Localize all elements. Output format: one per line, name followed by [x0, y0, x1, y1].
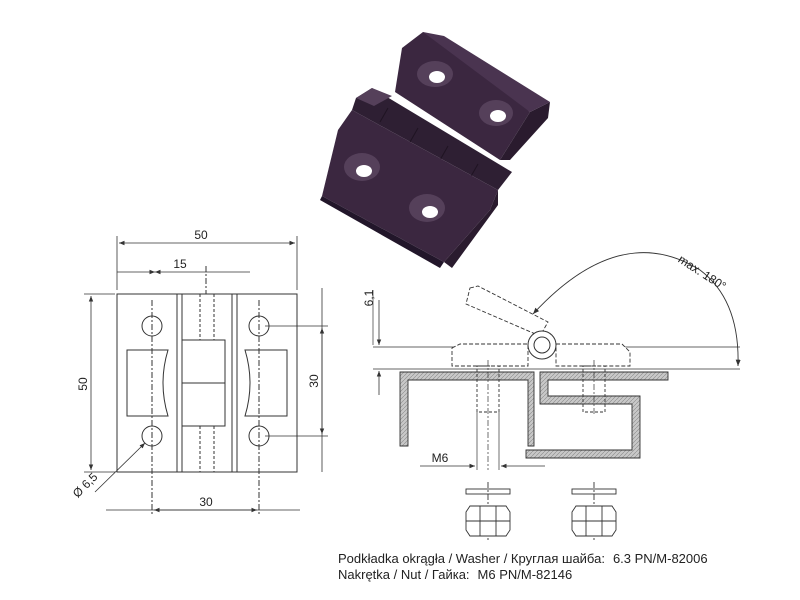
front-view-dimensions — [84, 236, 328, 513]
lower-leaf-face — [322, 110, 498, 262]
left-recess — [126, 349, 169, 417]
legend-nut-row: Nakrętka / Nut / Гайка: M6 PN/M-82146 — [338, 567, 708, 583]
upper-right-hole — [479, 100, 513, 126]
dim-total-height: 50 — [76, 377, 90, 391]
lower-left-hole — [344, 153, 380, 181]
right-recess — [244, 349, 288, 417]
parts-legend: Podkładka okrągła / Washer / Круглая шай… — [338, 551, 708, 583]
knuckle-segment-2 — [181, 382, 226, 427]
upper-leaf-top — [423, 32, 550, 112]
legend-washer-value: 6.3 PN/M-82006 — [612, 551, 708, 566]
dim-hole-spacing-v: 30 — [307, 374, 321, 388]
legend-washer-row: Podkładka okrągła / Washer / Круглая шай… — [338, 551, 708, 567]
dim-total-width: 50 — [194, 228, 208, 242]
hinge-front-view — [116, 266, 298, 516]
legend-nut-label: Nakrętka / Nut / Гайка: — [338, 567, 470, 582]
open-leaf-phantom — [465, 285, 549, 337]
lower-leaf-side — [444, 190, 498, 268]
hinge-3d-render — [320, 32, 550, 268]
knuckle-segment-1 — [181, 339, 226, 384]
dim-pin-offset: 15 — [173, 257, 187, 271]
left-sheet-section — [399, 371, 535, 447]
dim-hole-spacing-h: 30 — [199, 495, 213, 509]
dim-max-angle: max. 180° — [676, 252, 729, 293]
right-leaf-section — [555, 343, 631, 367]
lower-leaf-bottom — [320, 196, 444, 268]
dim-thread: M6 — [432, 451, 449, 465]
front-view-labels: 50 15 50 30 30 Ø 6,5 — [70, 228, 321, 509]
knuckle-front — [352, 88, 512, 190]
lower-right-hole — [409, 194, 445, 222]
left-leaf-section — [451, 343, 529, 367]
left-washer-nut — [465, 482, 511, 540]
right-washer-nut — [571, 482, 617, 540]
legend-nut-value: M6 PN/M-82146 — [477, 567, 573, 582]
right-sheet-section — [525, 371, 669, 459]
dim-lift-height: 6,1 — [362, 289, 376, 306]
pin-inner — [533, 336, 551, 354]
section-view: max. 180° 6,1 M6 — [362, 252, 741, 540]
legend-washer-label: Podkładka okrągła / Washer / Круглая шай… — [338, 551, 605, 566]
upper-leaf-side — [500, 102, 550, 160]
front-outline — [116, 293, 298, 473]
rotation-arc — [532, 252, 741, 367]
knuckle-top — [356, 88, 392, 106]
upper-left-hole — [417, 61, 453, 87]
dim-hole-diameter: Ø 6,5 — [70, 470, 101, 501]
